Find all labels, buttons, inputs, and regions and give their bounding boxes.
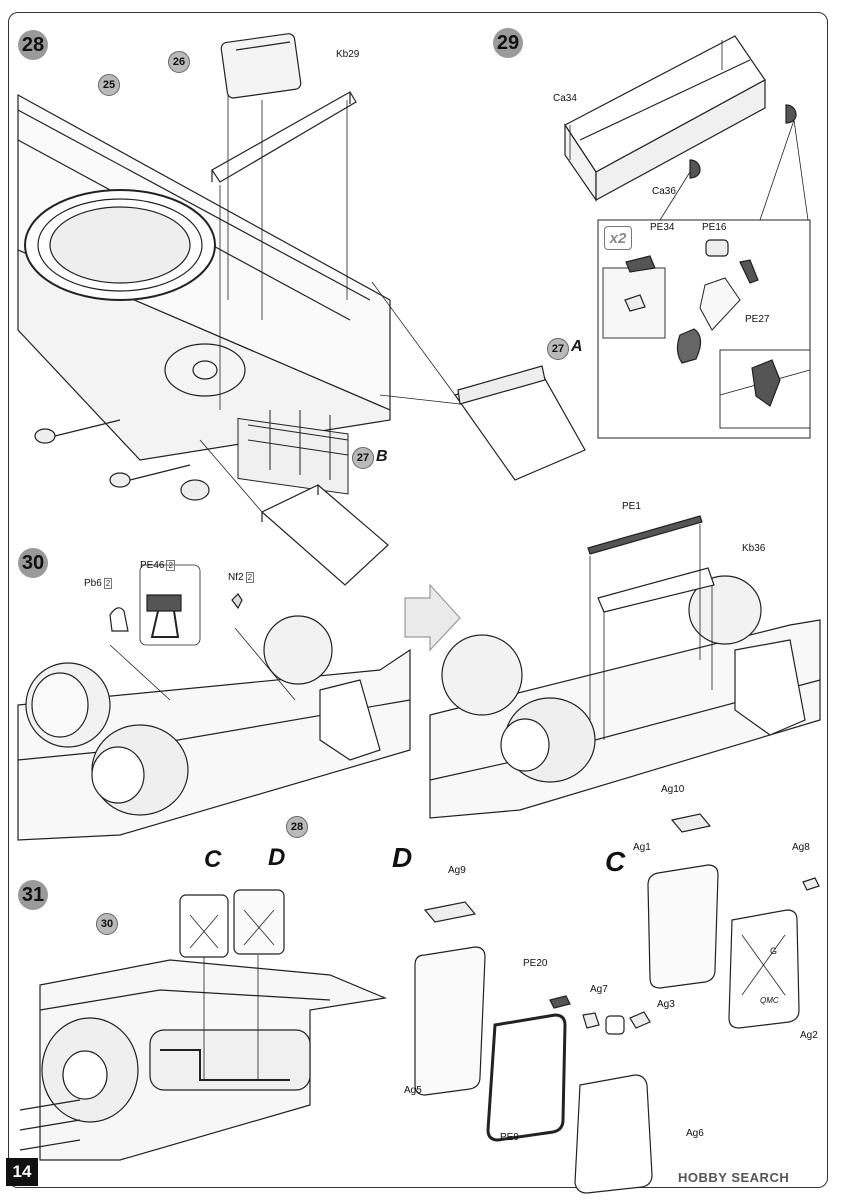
part-label-pe20: PE20 — [523, 958, 548, 969]
letter-c-big: C — [605, 846, 626, 877]
step28-hull-drawing — [17, 33, 586, 586]
letter-a: A — [571, 338, 583, 355]
step-31-number: 31 — [18, 880, 48, 910]
part-label-ag10: Ag10 — [661, 784, 685, 795]
part-label-ag7: Ag7 — [590, 984, 608, 995]
part-label-kb29: Kb29 — [336, 49, 360, 60]
ref-28-badge: 28 — [286, 816, 308, 838]
part-label-ag6: Ag6 — [686, 1128, 704, 1139]
can-text-qmc: QMC — [760, 996, 779, 1005]
step30-left-drawing — [17, 564, 411, 841]
step31-drawing — [19, 813, 820, 1194]
page-frame — [8, 12, 828, 1188]
part-label-pe34: PE34 — [650, 222, 675, 233]
part-label-ag3: Ag3 — [657, 999, 675, 1010]
step30-right-drawing — [429, 515, 821, 819]
part-label-ag9: Ag9 — [448, 865, 466, 876]
ref-27a-badge: 27 — [547, 338, 569, 360]
watermark: HOBBY SEARCH — [678, 1170, 790, 1185]
page-number: 14 — [6, 1158, 38, 1186]
letter-b: B — [376, 448, 388, 465]
letter-d-small: D — [268, 844, 286, 871]
ref-30-badge: 30 — [96, 913, 118, 935]
part-label-ag2: Ag2 — [800, 1030, 818, 1041]
part-label-pe16: PE16 — [702, 222, 727, 233]
step29-drawing — [564, 35, 811, 439]
part-label-ag5: Ag5 — [404, 1085, 422, 1096]
step-28-number: 28 — [18, 30, 48, 60]
step-29-number: 29 — [493, 28, 523, 58]
ref-26-badge: 26 — [168, 51, 190, 73]
part-label-ag1: Ag1 — [633, 842, 651, 853]
letter-d-big: D — [392, 842, 413, 873]
part-label-pe1: PE1 — [622, 501, 641, 512]
part-label-pe9: PE9 — [500, 1132, 519, 1143]
part-label-ca36: Ca36 — [652, 186, 676, 197]
part-label-pe27: PE27 — [745, 314, 770, 325]
can-text-g: G — [770, 946, 778, 956]
part-label-kb36: Kb36 — [742, 543, 766, 554]
ref-25-badge: 25 — [98, 74, 120, 96]
part-label-ag8: Ag8 — [792, 842, 810, 853]
ref-27b-badge: 27 — [352, 447, 374, 469]
letter-c-small: C — [204, 846, 222, 873]
part-label-ca34: Ca34 — [553, 93, 577, 104]
step-30-number: 30 — [18, 548, 48, 578]
quantity-badge: x2 — [604, 226, 632, 250]
